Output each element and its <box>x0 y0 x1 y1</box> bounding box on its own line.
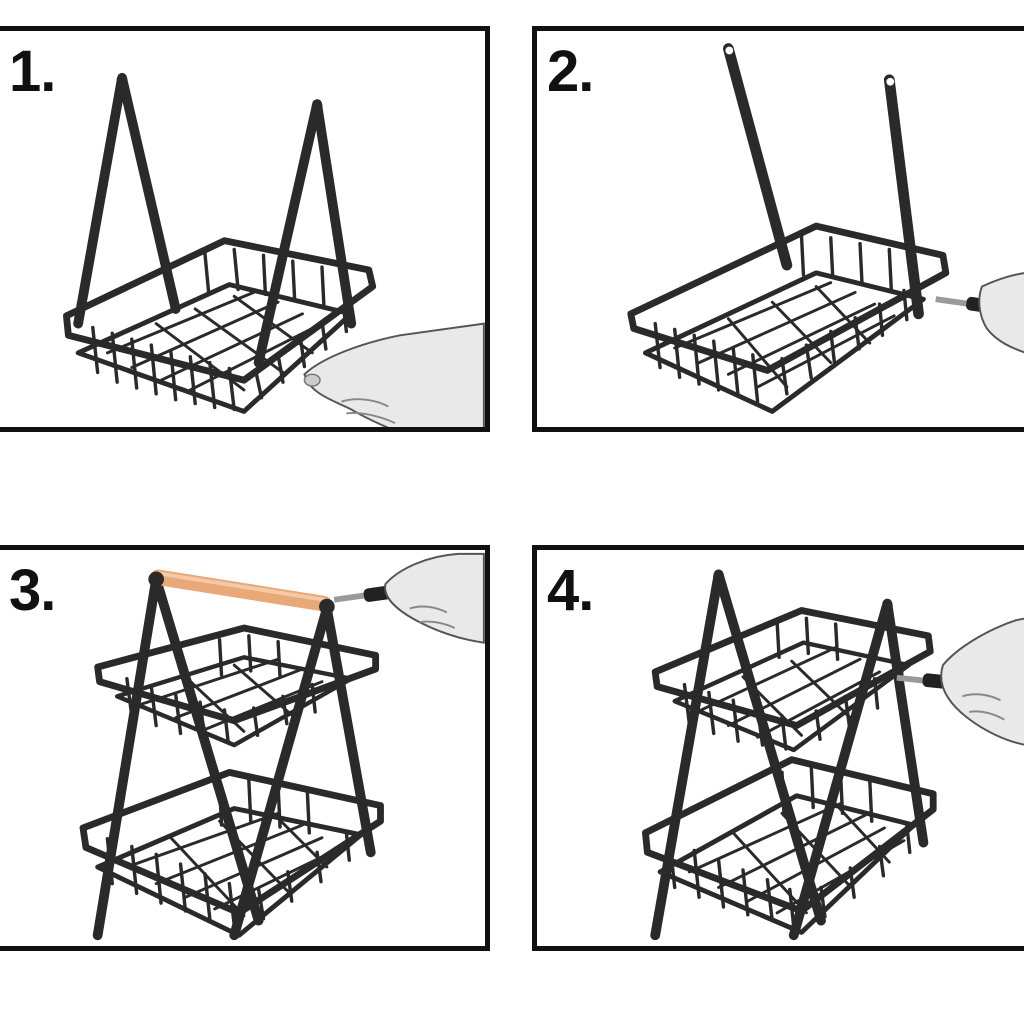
hand-icon <box>384 552 485 644</box>
step-panel-1: 1. <box>0 26 490 432</box>
step-panel-4: 4. <box>532 545 1024 951</box>
step-3-illustration <box>79 552 485 941</box>
hand-icon <box>978 272 1024 354</box>
wire-basket-icon <box>627 43 950 414</box>
wire-basket-icon <box>642 569 937 941</box>
step-number: 1. <box>9 39 56 104</box>
step-2-illustration <box>627 43 1024 414</box>
step-number: 4. <box>547 558 594 623</box>
step-panel-3: 3. <box>0 545 490 951</box>
wire-basket-icon <box>79 574 384 941</box>
step-number: 2. <box>547 39 594 104</box>
hand-icon <box>303 322 485 427</box>
wire-basket-icon <box>63 72 377 414</box>
step-panel-2: 2. <box>532 26 1024 432</box>
wooden-handle-icon <box>148 569 335 615</box>
step-4-illustration <box>642 569 1024 941</box>
hand-icon <box>940 617 1024 746</box>
step-1-illustration <box>63 72 485 427</box>
step-number: 3. <box>9 558 56 623</box>
